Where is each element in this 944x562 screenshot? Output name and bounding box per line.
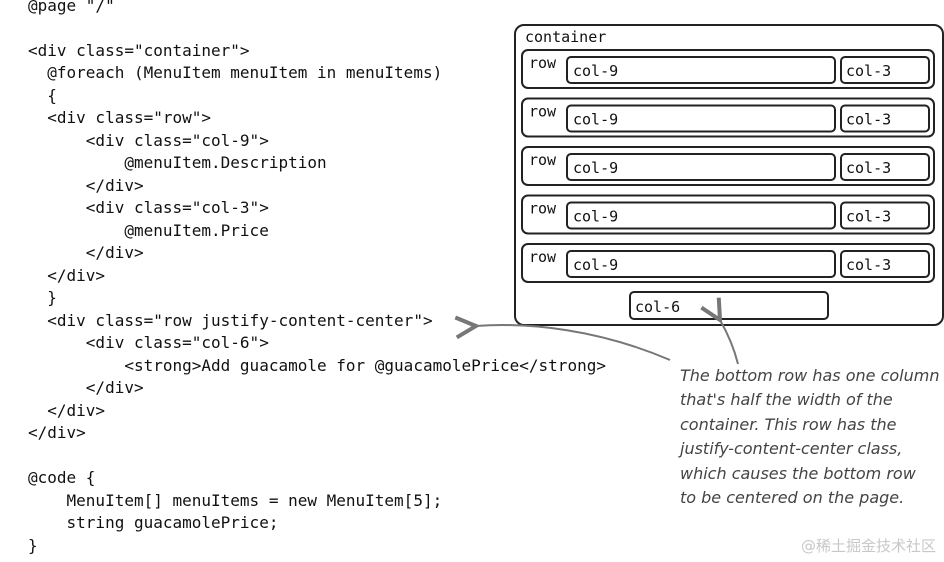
arrow-to-row-code [476,325,671,361]
code-line: <div class="row"> [28,108,212,127]
row-label: row [529,248,557,266]
col3-label: col-3 [846,111,891,129]
col6-label: col-6 [635,298,680,316]
col9-label: col-9 [573,208,618,226]
col9-label: col-9 [573,256,618,274]
col9-box [566,250,836,278]
code-line: @menuItem.Description [28,153,327,172]
code-line: MenuItem[] menuItems = new MenuItem[5]; [28,491,443,510]
code-line: <div class="row justify-content-center"> [28,311,433,330]
row-label: row [529,103,557,121]
col3-box [840,201,930,230]
col3-label: col-3 [846,159,891,177]
code-line: @menuItem.Price [28,221,269,240]
col9-box [566,104,836,133]
row-label: row [529,200,557,218]
row-label: row [529,54,557,72]
code-line: @code { [28,468,96,487]
container-label: container [525,28,606,46]
annotation-line: which causes the bottom row [680,463,916,483]
code-line: <div class="col-3"> [28,198,269,217]
code-line: <div class="col-6"> [28,333,269,352]
code-line: @foreach (MenuItem menuItem in menuItems… [28,63,443,82]
col9-label: col-9 [573,111,618,129]
col3-label: col-3 [846,256,891,274]
arrow-to-col6 [720,320,739,365]
col3-box [840,56,930,84]
code-line: </div> [28,243,144,262]
code-line: </div> [28,401,106,420]
code-line: </div> [28,176,144,195]
code-line: @page "/" [28,0,115,15]
code-line: <div class="container"> [28,41,250,60]
col9-box [566,201,836,230]
col9-label: col-9 [573,159,618,177]
col3-box [840,250,930,278]
code-line: <div class="col-9"> [28,131,269,150]
col6-box [629,291,829,320]
col3-label: col-3 [846,208,891,226]
annotation-text: The bottom row has one column that's hal… [680,364,944,510]
annotation-line: that's half the width of the [680,390,893,410]
code-line: </div> [28,378,144,397]
row-label: row [529,151,557,169]
col3-box [840,104,930,133]
code-line: } [28,288,57,307]
code-line: </div> [28,423,86,442]
col3-label: col-3 [846,62,891,80]
annotation-line: to be centered on the page. [680,488,905,508]
code-line: } [28,536,38,555]
annotation-line: justify-content-center class, [680,439,903,459]
annotation-line: container. This row has the [680,414,897,434]
col9-box [566,56,836,84]
col9-box [566,153,836,181]
watermark: @稀土掘金技术社区 [800,537,936,555]
code-line: <strong>Add guacamole for @guacamolePric… [28,356,606,375]
col9-label: col-9 [573,62,618,80]
code-line: { [28,86,57,105]
code-line: </div> [28,266,106,285]
annotation-line: The bottom row has one column [680,366,940,385]
code-line: string guacamolePrice; [28,513,279,532]
rows-group: row col-9 col-3 row col-9 col-3 row col-9 col-3 r… [521,49,935,283]
col3-box [840,153,930,181]
